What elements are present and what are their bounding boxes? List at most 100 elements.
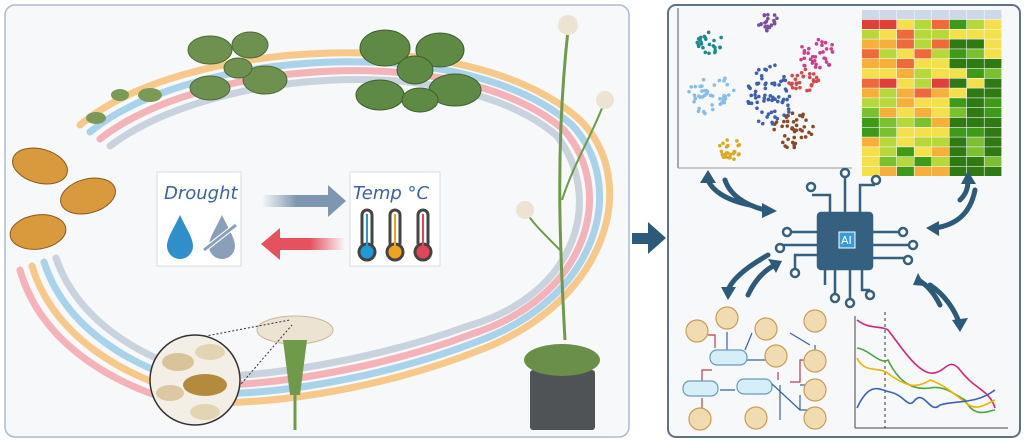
cluster-point [710,94,715,98]
heatmap-cell [897,117,914,127]
cluster-point [732,149,737,154]
cluster-point [794,82,799,86]
heatmap-cell [862,157,879,167]
mature-rosette-illustration [355,29,482,113]
cluster-point [701,77,706,82]
heatmap-cell [914,49,932,59]
heatmap-cell [967,88,984,98]
cluster-point [693,96,698,101]
cluster-point [722,100,727,105]
cluster-point [782,74,786,79]
cluster-point [721,155,726,159]
heatmap-cell [984,88,1002,98]
cluster-point [765,115,769,119]
heatmap-cell [932,68,949,78]
cluster-point [707,51,711,56]
heatmap-cell [932,88,949,98]
cluster-point [805,88,809,93]
heatmap-cell [949,78,967,88]
cluster-point [769,110,774,115]
heatmap-cell [967,157,984,167]
cluster-point [802,63,807,68]
cluster-point [705,89,710,94]
cluster-point [725,151,730,155]
cluster-point [776,95,781,99]
heatmap-cell [897,29,914,39]
heatmap-cell [932,59,949,69]
heatmap-cell [967,78,984,88]
cluster-point [768,64,772,69]
heatmap-cell [897,147,914,157]
cluster-point [772,20,777,25]
heatmap-cell [932,19,949,29]
cluster-point [701,109,706,114]
heatmap-cell [879,88,897,98]
cluster-point [721,96,726,101]
heatmap-cell [914,166,932,176]
cluster-point [764,19,769,24]
cluster-point [812,79,816,84]
heatmap-cell [984,108,1002,118]
cluster-point [762,13,767,17]
cluster-point [689,85,694,89]
cluster-point [770,120,774,125]
cluster-point [782,119,786,124]
cluster-point [721,141,725,146]
heatmap-cell [897,59,914,69]
chart-series-line [856,357,996,408]
cluster-point [829,47,834,51]
panel-connector-arrow [632,222,666,254]
cluster-point [790,111,795,116]
cluster-point [775,99,780,104]
heatmap-cell [932,49,949,59]
heatmap-cell [879,166,897,176]
heatmap-cell [914,29,932,39]
cluster-point [794,118,799,122]
cluster-point [762,99,766,103]
cluster-point [763,93,767,98]
time-series-line-chart [854,312,1008,429]
heatmap-cell [932,147,949,157]
heatmap-cell [967,137,984,147]
cluster-point [811,124,815,129]
heatmap-cell [897,127,914,137]
cluster-point [746,84,751,88]
heatmap-cell [879,117,897,127]
cluster-point [702,34,707,39]
heatmap-cell [897,88,914,98]
cluster-point [737,142,742,147]
cluster-point [772,127,776,132]
cluster-point [726,93,731,97]
cluster-point [766,16,770,21]
heatmap-cell [949,117,967,127]
heatmap-cell [949,19,967,29]
cluster-point [781,97,786,102]
heatmap-cell [932,157,949,167]
cluster-point [701,45,705,50]
cluster-point [749,93,754,98]
heatmap-cell [949,137,967,147]
cluster-point [706,30,711,35]
heatmap-cell [949,88,967,98]
cluster-point [718,143,722,148]
gene-regulatory-network [682,306,827,431]
cluster-point [759,22,763,26]
cluster-point [824,47,829,51]
cluster-point [757,68,761,72]
life-cycle-panel [4,4,630,438]
cluster-point [799,70,804,75]
cluster-point [797,80,802,85]
cluster-point [807,88,812,92]
heatmap-cell [914,98,932,108]
cluster-point [765,28,769,33]
heatmap-cell [897,108,914,118]
heatmap-cell [879,29,897,39]
cluster-point [786,137,790,142]
pollen-magnified-illustration [149,334,241,426]
cluster-point [823,40,828,45]
heatmap-cell [984,147,1002,157]
cluster-point [807,46,811,51]
cluster-point [783,87,788,91]
heatmap-cell [862,29,879,39]
cluster-point [822,56,826,60]
